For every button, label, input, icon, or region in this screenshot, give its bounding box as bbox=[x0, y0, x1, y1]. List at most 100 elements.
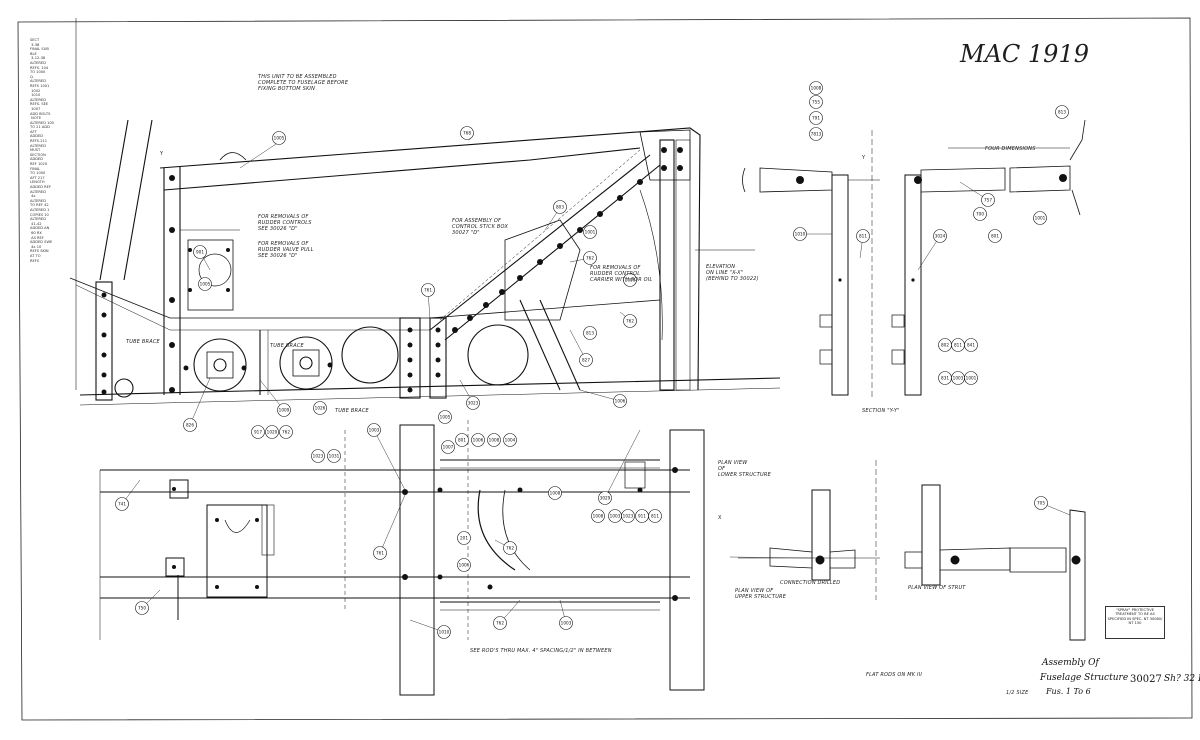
callout-label: 7813 bbox=[811, 132, 822, 137]
callout-label: 1005 bbox=[200, 282, 211, 287]
title-line-2: Fuselage Structure bbox=[1040, 673, 1129, 683]
callout-label: 705 bbox=[1037, 501, 1045, 506]
part-callout: 1006 bbox=[457, 558, 471, 572]
part-callout: 1005 bbox=[198, 277, 212, 291]
part-callout: 3024 bbox=[933, 229, 947, 243]
callout-circle bbox=[503, 541, 517, 555]
part-callout: 755 bbox=[809, 95, 823, 109]
callout-label: 1010 bbox=[795, 232, 806, 237]
callout-label: 1010 bbox=[439, 630, 450, 635]
dimension-note: FOUR DIMENSIONS bbox=[985, 146, 1036, 152]
part-callout: 1010 bbox=[437, 625, 451, 639]
callout-circle bbox=[437, 625, 451, 639]
callout-circle bbox=[548, 486, 562, 500]
title-line-1: Assembly Of bbox=[1042, 658, 1099, 668]
part-callout: 761 bbox=[373, 546, 387, 560]
part-callout: 757 bbox=[981, 193, 995, 207]
callout-circle bbox=[623, 314, 637, 328]
callout-circle bbox=[793, 227, 807, 241]
callout-label: 3024 bbox=[935, 234, 946, 239]
callout-circle bbox=[373, 546, 387, 560]
part-callout: 1001 bbox=[1033, 211, 1047, 225]
callout-circle bbox=[277, 403, 291, 417]
callout-circle bbox=[583, 251, 597, 265]
callout-label: 757 bbox=[984, 198, 992, 203]
part-callout: 1008 bbox=[591, 509, 605, 523]
callout-label: 1006 bbox=[615, 399, 626, 404]
assembly-note: THIS UNIT TO BE ASSEMBLED COMPLETE TO FU… bbox=[258, 74, 349, 92]
callout-label: 1004 bbox=[505, 438, 516, 443]
callout-circle bbox=[648, 509, 662, 523]
callout-label: 831 bbox=[941, 376, 949, 381]
callout-label: 841 bbox=[967, 343, 975, 348]
callout-circle bbox=[493, 616, 507, 630]
part-callout: 1004 bbox=[503, 433, 517, 447]
callout-label: 1020 bbox=[267, 430, 278, 435]
part-callout: 1006 bbox=[623, 273, 637, 287]
callout-label: 1007 bbox=[443, 445, 454, 450]
callout-label: 1008 bbox=[811, 86, 822, 91]
callout-label: 1006 bbox=[625, 278, 636, 283]
part-callout: 917 bbox=[251, 425, 265, 439]
part-callout: 700 bbox=[973, 207, 987, 221]
callout-label: 201 bbox=[460, 536, 468, 541]
part-callout: 750 bbox=[135, 601, 149, 615]
callout-circle bbox=[809, 127, 823, 141]
callout-label: 803 bbox=[556, 205, 564, 210]
callout-circle bbox=[135, 601, 149, 615]
part-callout: 762 bbox=[583, 251, 597, 265]
part-callout: 813 bbox=[583, 326, 597, 340]
callout-circle bbox=[583, 225, 597, 239]
part-callout: 803 bbox=[553, 200, 567, 214]
part-callout: 741 bbox=[115, 497, 129, 511]
callout-circle bbox=[809, 95, 823, 109]
part-callout: 3029 bbox=[598, 491, 612, 505]
part-callout: 1023 bbox=[311, 449, 325, 463]
callout-label: 1031 bbox=[329, 454, 340, 459]
callout-label: 762 bbox=[626, 319, 634, 324]
connection-note: CONNECTION DRILLED bbox=[780, 580, 841, 586]
tube-brace-label-3: TUBE BRACE bbox=[335, 408, 369, 414]
callout-circle bbox=[809, 81, 823, 95]
callout-circle bbox=[421, 283, 435, 297]
part-callout: 1008 bbox=[548, 486, 562, 500]
tube-brace-label-1: TUBE BRACE bbox=[126, 339, 160, 345]
callout-circle bbox=[579, 353, 593, 367]
plan-lower-label: PLAN VIEW OF LOWER STRUCTURE bbox=[718, 460, 771, 478]
part-callout: 1006 bbox=[471, 433, 485, 447]
callout-circle bbox=[1033, 211, 1047, 225]
callout-label: 1003 bbox=[953, 376, 964, 381]
callout-label: 801 bbox=[991, 234, 999, 239]
plan-rods-note: FLAT RODS ON MK III bbox=[866, 672, 923, 678]
callout-label: 741 bbox=[118, 502, 126, 507]
callout-label: 768 bbox=[463, 131, 471, 136]
part-callout: 1008 bbox=[487, 433, 501, 447]
callout-circle bbox=[438, 410, 452, 424]
part-callout: 1001 bbox=[964, 371, 978, 385]
callout-circle bbox=[367, 423, 381, 437]
callout-circle bbox=[460, 126, 474, 140]
callout-label: 762 bbox=[282, 430, 290, 435]
callout-label: 1008 bbox=[489, 438, 500, 443]
callout-circle bbox=[1034, 496, 1048, 510]
part-callout: 1009 bbox=[277, 403, 291, 417]
section-label: SECTION "Y-Y" bbox=[862, 408, 900, 414]
callout-label: 762 bbox=[586, 256, 594, 261]
callout-label: 3023 bbox=[468, 401, 479, 406]
callout-label: 750 bbox=[138, 606, 146, 611]
callout-label: 802 bbox=[941, 343, 949, 348]
part-callout: 801 bbox=[455, 433, 469, 447]
callout-label: 911 bbox=[638, 514, 646, 519]
callout-label: 1008 bbox=[550, 491, 561, 496]
callout-circle bbox=[457, 558, 471, 572]
part-callout: 811 bbox=[648, 509, 662, 523]
part-callout: 827 bbox=[579, 353, 593, 367]
elevation-note: ELEVATION ON LINE "X-X" (BEHIND TO 30022… bbox=[706, 264, 759, 282]
callout-circle bbox=[487, 433, 501, 447]
callout-circle bbox=[279, 425, 293, 439]
callout-label: 1006 bbox=[473, 438, 484, 443]
callout-label: 901 bbox=[196, 250, 204, 255]
callout-circle bbox=[471, 433, 485, 447]
